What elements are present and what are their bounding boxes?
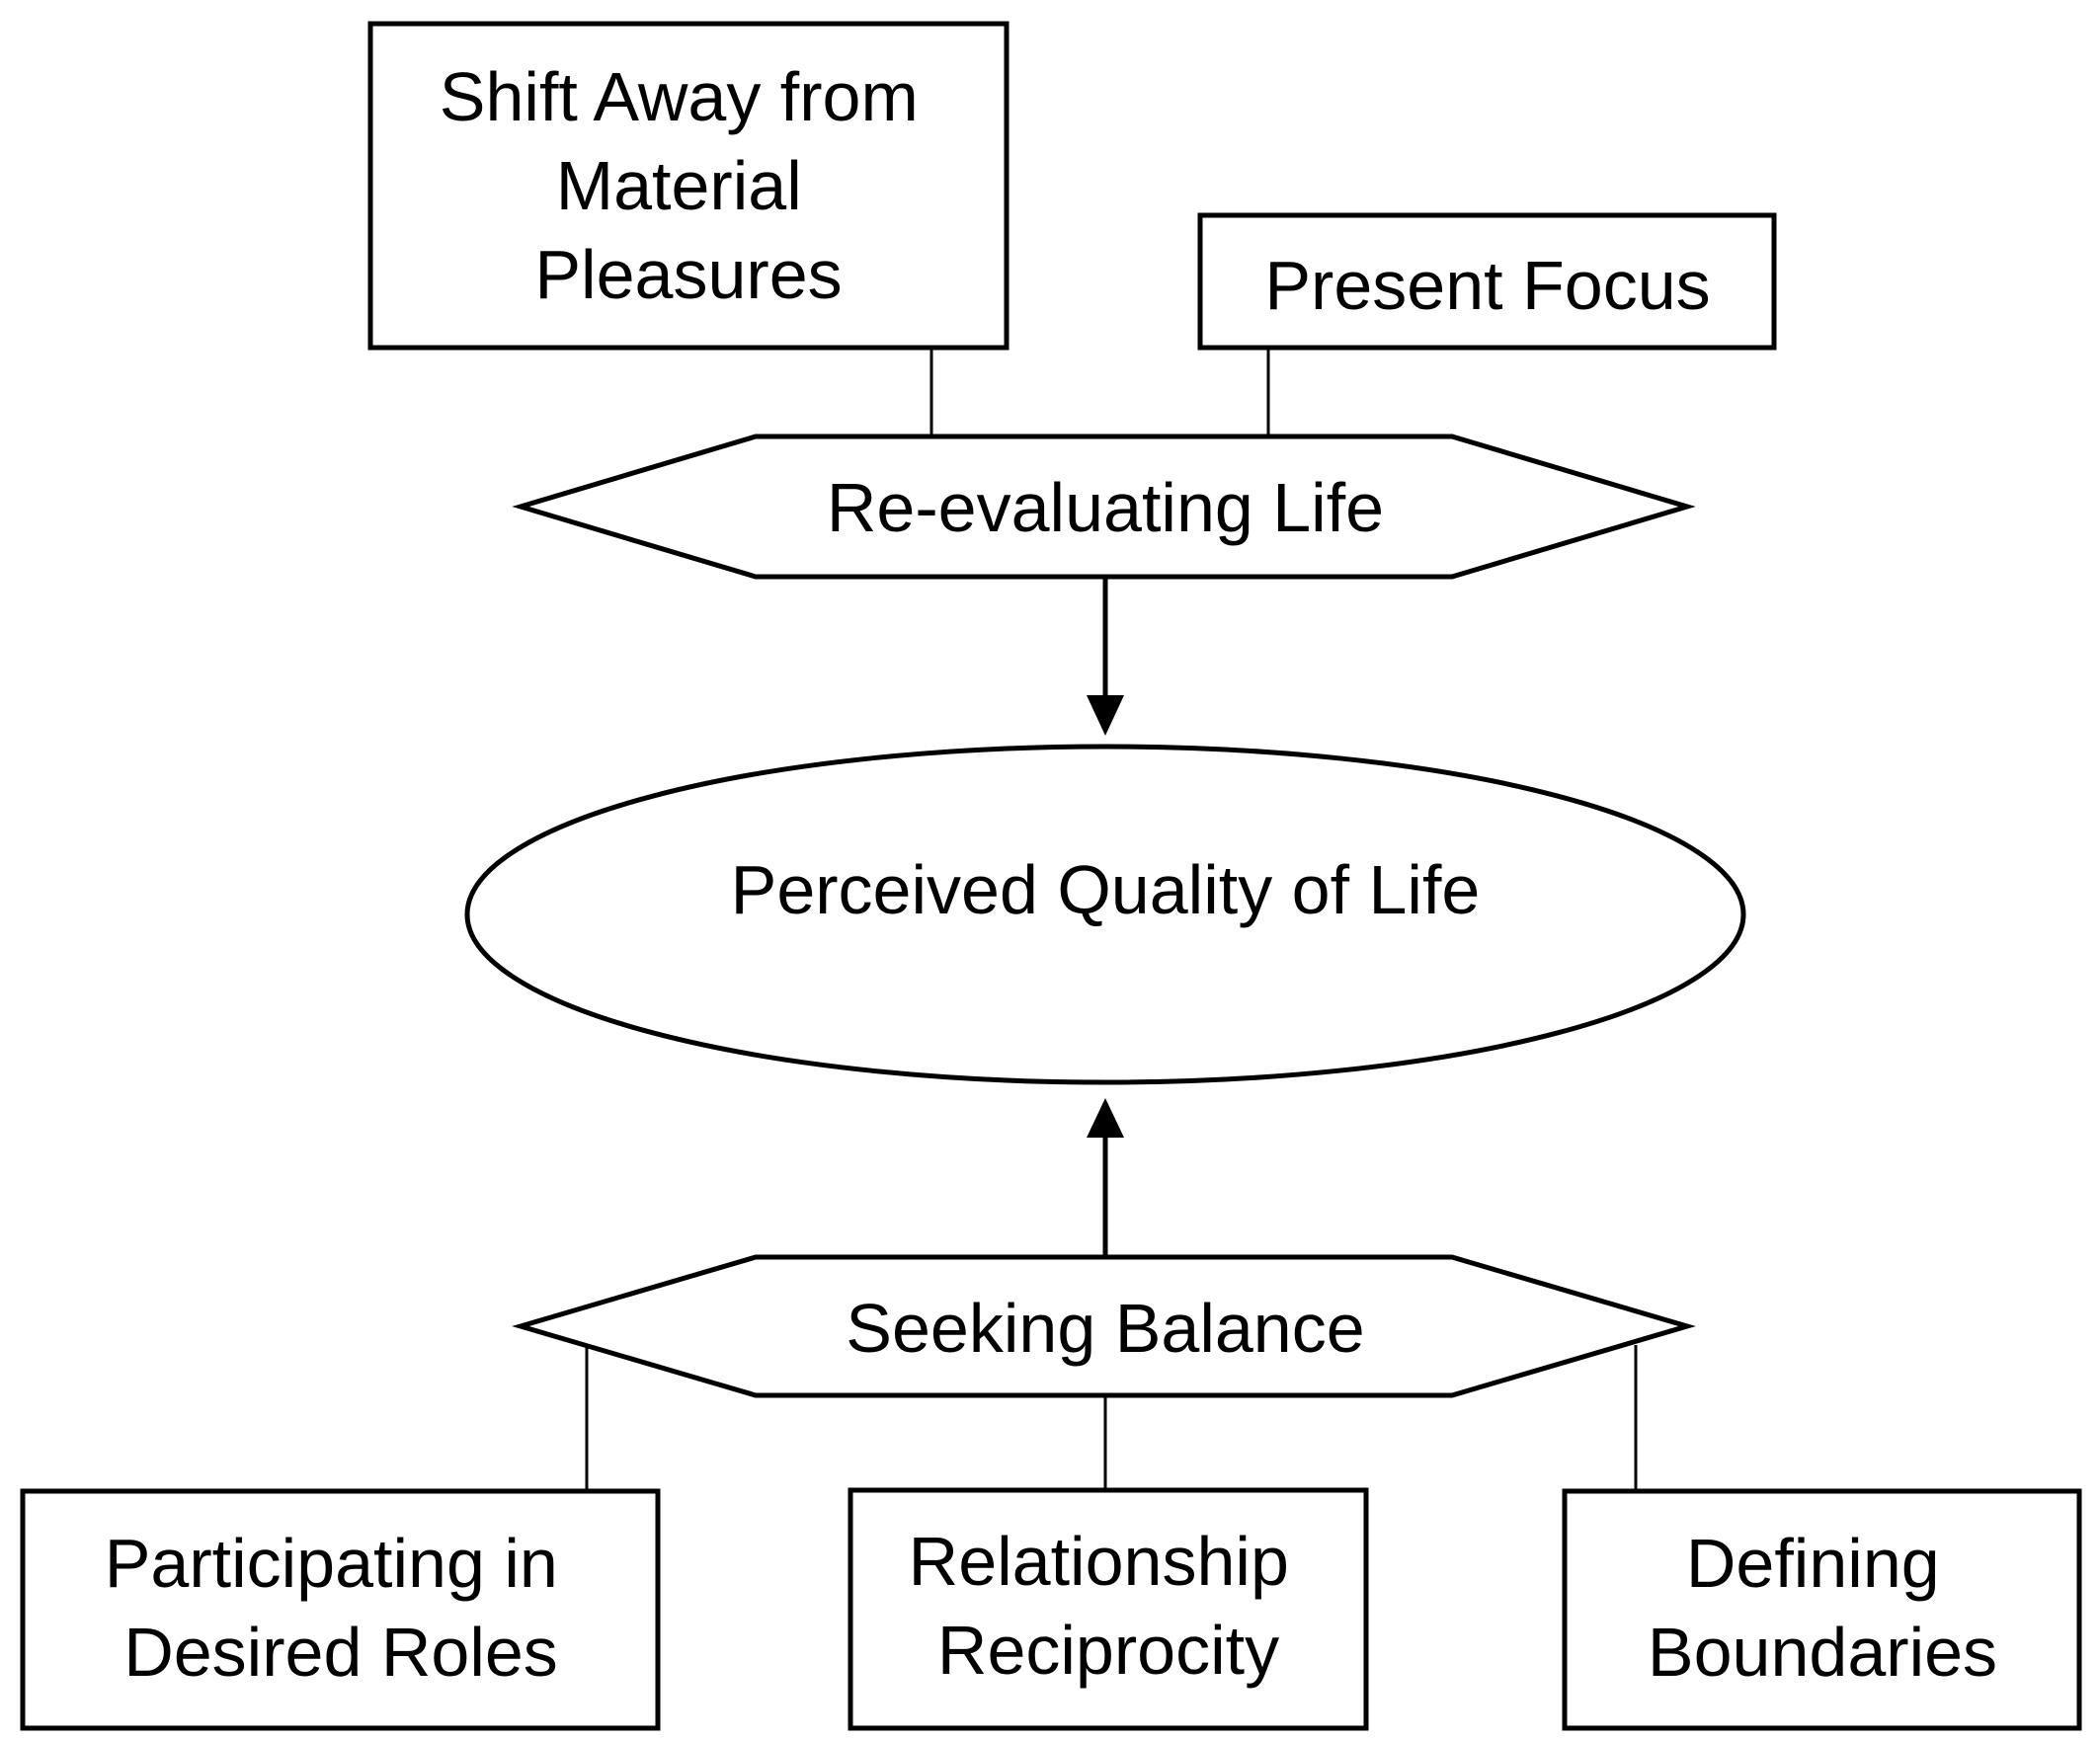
shift-away-node: Shift Away from Material Pleasures [367, 21, 1010, 351]
participating-box [20, 1488, 661, 1731]
shift-away-box [367, 21, 1010, 351]
seeking-balance-node: Seeking Balance [512, 1254, 1696, 1398]
seeking-balance-hexagon [512, 1254, 1696, 1398]
re-evaluating-hexagon [512, 434, 1696, 580]
shift-away-label: Shift Away from Material Pleasures [440, 58, 937, 313]
perceived-qol-label: Perceived Quality of Life [731, 851, 1481, 928]
re-evaluating-node: Re-evaluating Life [512, 434, 1696, 580]
present-focus-node: Present Focus [1197, 212, 1777, 351]
seeking-balance-label: Seeking Balance [846, 1290, 1364, 1367]
perceived-qol-node: Perceived Quality of Life [464, 744, 1746, 1085]
reciprocity-node: Relationship Reciprocity [848, 1487, 1369, 1731]
arrow-up-head [1087, 1098, 1124, 1138]
boundaries-node: Defining Boundaries [1562, 1488, 2082, 1731]
participating-label: Participating in Desired Roles [105, 1525, 578, 1691]
arrow-down-head [1087, 695, 1124, 736]
boundaries-label: Defining Boundaries [1648, 1525, 1997, 1691]
reciprocity-label: Relationship Reciprocity [909, 1523, 1309, 1689]
reciprocity-box [848, 1487, 1369, 1731]
boundaries-box [1562, 1488, 2082, 1731]
perceived-qol-ellipse [464, 744, 1746, 1085]
re-evaluating-label: Re-evaluating Life [827, 469, 1384, 546]
present-focus-box [1197, 212, 1777, 351]
participating-node: Participating in Desired Roles [20, 1488, 661, 1731]
present-focus-label: Present Focus [1264, 247, 1710, 324]
